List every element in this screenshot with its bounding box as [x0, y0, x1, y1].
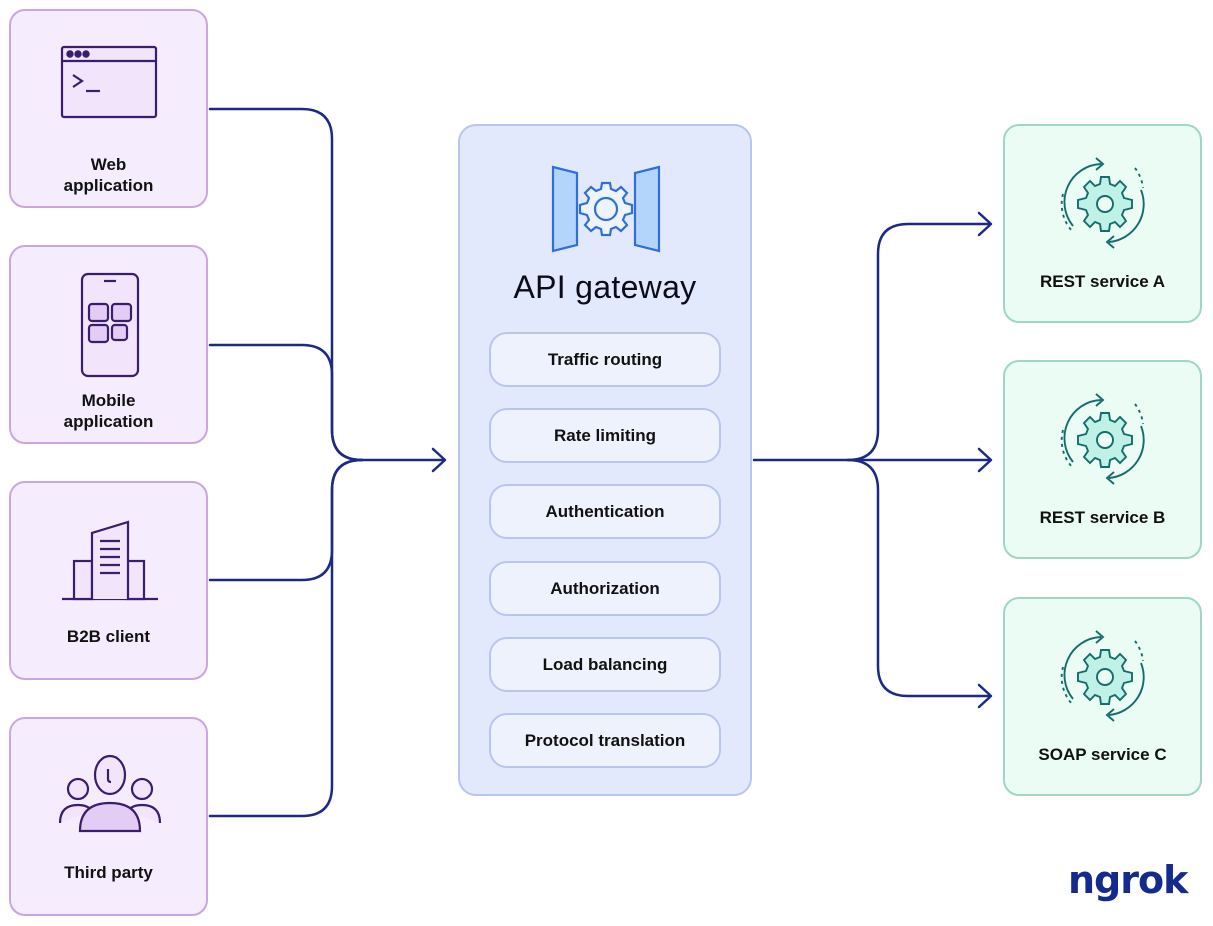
office-building-icon: [62, 520, 158, 601]
arrow-head-rest-a: [977, 211, 993, 237]
service-box-soap-c: SOAP service C: [1003, 597, 1202, 796]
rotating-gear-icon: [1060, 393, 1145, 485]
service-box-rest-a: REST service A: [1003, 124, 1202, 323]
feature-authorization: Authorization: [489, 561, 721, 616]
connector-rest-a: [846, 222, 992, 462]
ngrok-logo: ngrok: [1068, 858, 1188, 902]
arrow-head-gateway: [431, 447, 447, 473]
gateway-gear-icon: [551, 165, 661, 253]
rotating-gear-icon: [1060, 630, 1145, 722]
connector-third: [208, 458, 364, 818]
client-box-b2b: B2B client: [9, 481, 208, 680]
feature-authentication: Authentication: [489, 484, 721, 539]
client-label-mobile: Mobile application: [63, 391, 154, 431]
client-box-mobile: Mobile application: [9, 245, 208, 444]
client-label-third-party: Third party: [64, 863, 153, 882]
user-group-icon: [58, 754, 162, 833]
rotating-gear-icon: [1060, 157, 1145, 249]
client-box-web: Web application: [9, 9, 208, 208]
client-box-third-party: Third party: [9, 717, 208, 916]
gateway-title: API gateway: [513, 269, 697, 305]
service-label-soap-c: SOAP service C: [1038, 745, 1167, 764]
arrow-head-rest-b: [977, 447, 993, 473]
client-label-b2b: B2B client: [66, 627, 151, 646]
service-label-rest-a: REST service A: [1039, 272, 1166, 291]
service-box-rest-b: REST service B: [1003, 360, 1202, 559]
feature-load-balancing: Load balancing: [489, 637, 721, 692]
connector-web: [208, 107, 364, 462]
connector-mobile: [208, 343, 364, 462]
feature-rate-limiting: Rate limiting: [489, 408, 721, 463]
connector-b2b: [208, 458, 364, 582]
client-label-web: Web application: [63, 155, 154, 195]
connector-soap-c: [846, 458, 992, 698]
service-label-rest-b: REST service B: [1039, 508, 1166, 527]
feature-traffic-routing: Traffic routing: [489, 332, 721, 387]
feature-protocol-translation: Protocol translation: [489, 713, 721, 768]
arrow-head-soap-c: [977, 683, 993, 709]
api-gateway-box: API gateway Traffic routing Rate limitin…: [458, 124, 752, 796]
mobile-phone-icon: [80, 272, 140, 378]
terminal-window-icon: [60, 45, 158, 119]
